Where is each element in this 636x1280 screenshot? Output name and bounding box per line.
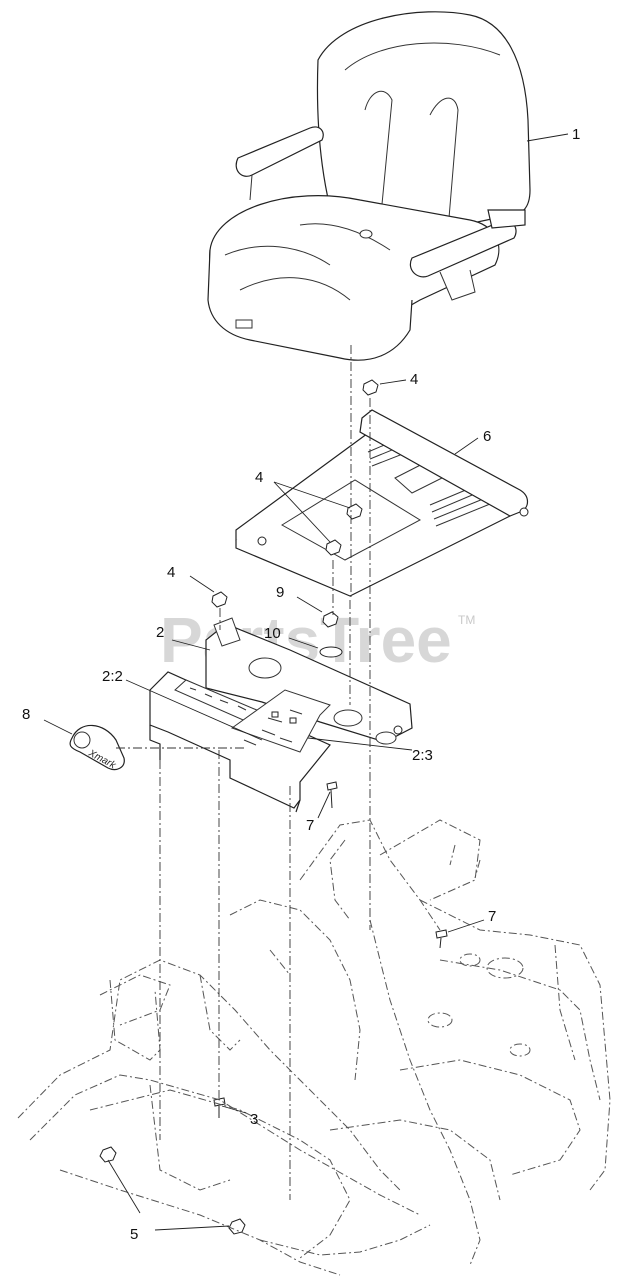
seat-pan-part-2[interactable] (149, 617, 413, 813)
callout-1: 1 (572, 126, 580, 143)
callout-7-frame: 7 (488, 908, 496, 925)
nut-part-9[interactable] (322, 611, 339, 628)
seat-mount-plate-part-6[interactable] (235, 409, 529, 597)
watermark-trademark: TM (458, 613, 475, 627)
callout-6: 6 (483, 428, 491, 445)
callout-10: 10 (264, 625, 281, 642)
callout-4-top: 4 (410, 371, 418, 388)
callout-labels: 1 2 2:2 2:3 3 4 4 4 5 6 7 7 8 9 10 (22, 126, 580, 1243)
screw-part-3[interactable] (213, 1097, 226, 1118)
callout-7-pan: 7 (306, 817, 314, 834)
callout-3: 3 (250, 1111, 258, 1128)
seat-part-1[interactable] (207, 11, 531, 361)
callout-leader-lines (43, 133, 569, 1231)
callout-2: 2 (156, 624, 164, 641)
callout-9: 9 (276, 584, 284, 601)
callout-2-2: 2:2 (102, 668, 123, 685)
bolt-part-5[interactable] (99, 1146, 246, 1235)
assembly-guide-lines (116, 345, 371, 1200)
callout-5: 5 (130, 1226, 138, 1243)
screw-part-7[interactable] (326, 781, 448, 949)
callout-2-3: 2:3 (412, 747, 433, 764)
mower-frame-phantom (17, 819, 611, 1276)
callout-8: 8 (22, 706, 30, 723)
emblem-part-8[interactable]: Xmark (69, 724, 125, 772)
washer-part-10[interactable] (319, 646, 343, 658)
callout-4-pan: 4 (167, 564, 175, 581)
nut-part-4[interactable] (211, 379, 379, 608)
callout-4-plate: 4 (255, 469, 263, 486)
